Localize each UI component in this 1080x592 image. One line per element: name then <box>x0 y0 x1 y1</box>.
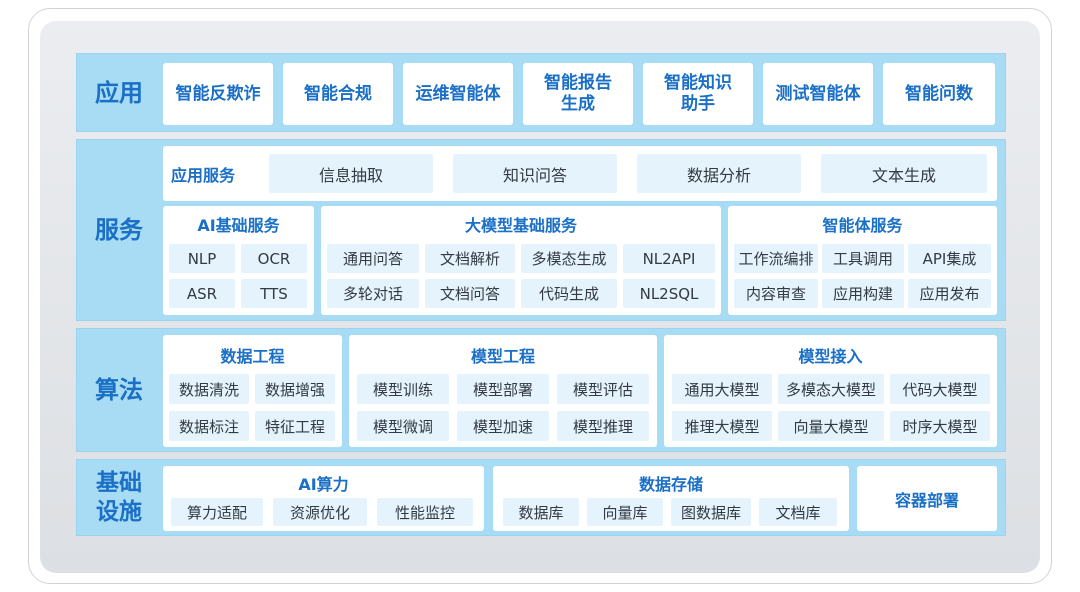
ai-compute-panel: AI算力 算力适配 资源优化 性能监控 <box>163 466 484 531</box>
data-storage-title: 数据存储 <box>638 475 703 494</box>
compute-item: 资源优化 <box>273 498 367 526</box>
layer-infrastructure: 基础 设施 AI算力 算力适配 资源优化 性能监控 数据存储 数据库 向量库 图… <box>76 459 1006 536</box>
app-item: 测试智能体 <box>763 63 873 125</box>
app-item: 智能报告 生成 <box>523 63 633 125</box>
model-eng-item: 模型训练 <box>357 374 449 404</box>
agent-item: 工作流编排 <box>734 244 818 273</box>
llm-base-item: 文档问答 <box>425 279 515 308</box>
app-service-item: 信息抽取 <box>269 154 433 193</box>
agent-item: 工具调用 <box>822 244 904 273</box>
app-item: 智能反欺诈 <box>163 63 273 125</box>
agent-service-panel: 智能体服务 工作流编排 工具调用 API集成 内容审查 应用构建 应用发布 <box>728 206 997 315</box>
ai-base-item: OCR <box>241 244 307 273</box>
container-deploy-title: 容器部署 <box>894 490 959 510</box>
storage-item: 图数据库 <box>671 498 751 526</box>
model-access-item: 代码大模型 <box>890 374 990 404</box>
ai-base-item: NLP <box>169 244 235 273</box>
layer-algorithm: 算法 数据工程 数据清洗 数据增强 数据标注 特征工程 模型工程 模型训练 模型… <box>76 328 1006 452</box>
app-service-panel: 应用服务 信息抽取 知识问答 数据分析 文本生成 <box>163 146 997 201</box>
container-deploy-panel: 容器部署 <box>857 466 997 531</box>
model-engineering-panel: 模型工程 模型训练 模型部署 模型评估 模型微调 模型加速 模型推理 <box>349 335 657 447</box>
model-eng-item: 模型微调 <box>357 411 449 441</box>
compute-item: 性能监控 <box>377 498 473 526</box>
model-access-item: 向量大模型 <box>778 411 884 441</box>
ai-base-item: ASR <box>169 279 235 308</box>
ai-base-item: TTS <box>241 279 307 308</box>
data-eng-item: 特征工程 <box>255 411 335 441</box>
ai-compute-title: AI算力 <box>298 475 349 494</box>
layer-label-service: 服务 <box>95 216 143 244</box>
app-service-item: 知识问答 <box>453 154 617 193</box>
llm-base-item: 代码生成 <box>521 279 617 308</box>
llm-base-service-title: 大模型基础服务 <box>464 216 577 235</box>
model-access-item: 多模态大模型 <box>778 374 884 404</box>
app-item: 智能问数 <box>883 63 995 125</box>
model-eng-item: 模型部署 <box>457 374 549 404</box>
data-eng-item: 数据增强 <box>255 374 335 404</box>
llm-base-item: 多轮对话 <box>327 279 419 308</box>
data-eng-item: 数据标注 <box>169 411 249 441</box>
ai-base-service-title: AI基础服务 <box>197 216 280 235</box>
agent-item: 内容审查 <box>734 279 818 308</box>
data-engineering-panel: 数据工程 数据清洗 数据增强 数据标注 特征工程 <box>163 335 342 447</box>
layer-application: 应用 智能反欺诈 智能合规 运维智能体 智能报告 生成 智能知识 助手 测试智能… <box>76 53 1006 132</box>
data-eng-item: 数据清洗 <box>169 374 249 404</box>
storage-item: 向量库 <box>587 498 663 526</box>
ai-base-service-panel: AI基础服务 NLP OCR ASR TTS <box>163 206 314 315</box>
layer-label-infrastructure: 基础 设施 <box>96 469 142 525</box>
app-item: 智能知识 助手 <box>643 63 753 125</box>
llm-base-item: NL2API <box>623 244 715 273</box>
agent-item: API集成 <box>908 244 991 273</box>
app-service-item: 数据分析 <box>637 154 801 193</box>
app-service-item: 文本生成 <box>821 154 987 193</box>
model-engineering-title: 模型工程 <box>470 347 535 366</box>
llm-base-item: NL2SQL <box>623 279 715 308</box>
agent-service-title: 智能体服务 <box>822 216 903 235</box>
llm-base-item: 通用问答 <box>327 244 419 273</box>
storage-item: 数据库 <box>503 498 579 526</box>
llm-base-service-panel: 大模型基础服务 通用问答 文档解析 多模态生成 NL2API 多轮对话 文档问答… <box>321 206 721 315</box>
app-service-title: 应用服务 <box>171 165 236 185</box>
storage-item: 文档库 <box>759 498 837 526</box>
llm-base-item: 多模态生成 <box>521 244 617 273</box>
compute-item: 算力适配 <box>171 498 263 526</box>
app-item: 智能合规 <box>283 63 393 125</box>
model-access-title: 模型接入 <box>798 347 863 366</box>
layer-service: 服务 应用服务 信息抽取 知识问答 数据分析 文本生成 AI基础服务 NLP O… <box>76 139 1006 321</box>
layer-label-algorithm: 算法 <box>95 376 143 404</box>
model-eng-item: 模型推理 <box>557 411 649 441</box>
data-storage-panel: 数据存储 数据库 向量库 图数据库 文档库 <box>493 466 849 531</box>
model-access-item: 推理大模型 <box>672 411 772 441</box>
llm-base-item: 文档解析 <box>425 244 515 273</box>
model-eng-item: 模型加速 <box>457 411 549 441</box>
agent-item: 应用发布 <box>908 279 991 308</box>
model-eng-item: 模型评估 <box>557 374 649 404</box>
data-engineering-title: 数据工程 <box>220 347 285 366</box>
model-access-panel: 模型接入 通用大模型 多模态大模型 代码大模型 推理大模型 向量大模型 时序大模… <box>664 335 997 447</box>
layer-label-application: 应用 <box>95 78 143 107</box>
model-access-item: 通用大模型 <box>672 374 772 404</box>
app-item: 运维智能体 <box>403 63 513 125</box>
agent-item: 应用构建 <box>822 279 904 308</box>
model-access-item: 时序大模型 <box>890 411 990 441</box>
